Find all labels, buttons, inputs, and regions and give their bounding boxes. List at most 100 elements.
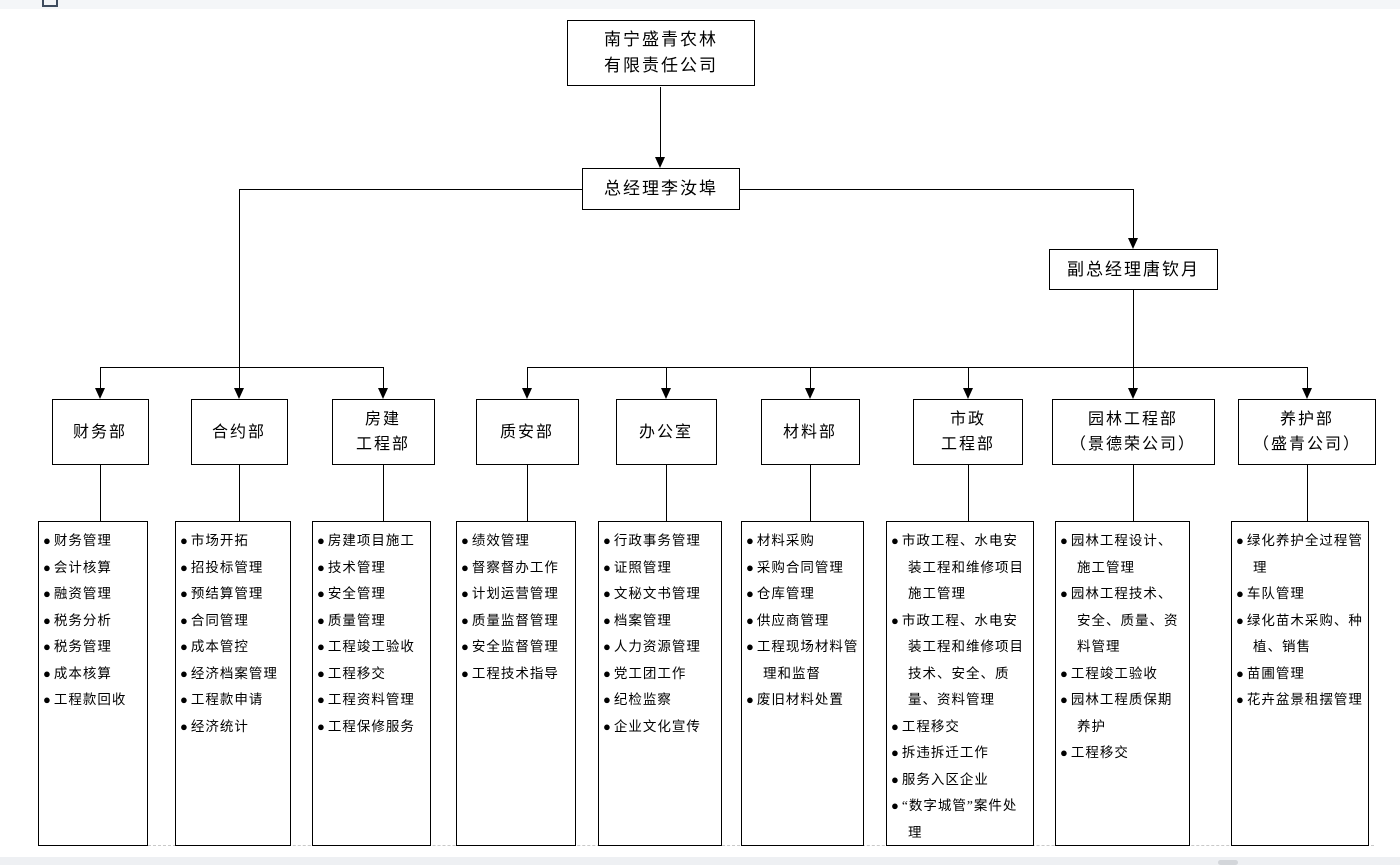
duty-list-item-text: 安全管理	[327, 586, 386, 601]
duty-list-item: ●纪检监察	[603, 687, 717, 714]
duty-list-item: ●绿化养护全过程管理	[1236, 528, 1364, 581]
duty-list-item: ●财务管理	[43, 528, 143, 555]
connector-line	[1132, 465, 1134, 521]
duty-list-item-text: 人力资源管理	[613, 639, 701, 654]
duty-list-item: ●工程竣工验收	[317, 634, 426, 661]
duty-list-item-text: 市场开拓	[190, 533, 249, 548]
window-top-bar	[0, 0, 1400, 9]
duty-list-item-text: 采购合同管理	[756, 559, 844, 575]
duty-list-item: ●督察督办工作	[461, 555, 571, 582]
department-duty-list-7: ●园林工程设计、施工管理●园林工程技术、安全、质量、资料管理●工程竣工验收●园林…	[1055, 521, 1190, 846]
duty-list-item: ●园林工程设计、施工管理	[1060, 528, 1185, 581]
duty-list-item: ●工程移交	[317, 661, 426, 688]
duty-list-item: ●工程现场材料管理和监督	[746, 634, 859, 687]
arrow-down-icon	[660, 388, 671, 399]
department-title: （盛青公司）	[1252, 436, 1361, 453]
duty-list-item-text: 绿化苗木采购、种植、销售	[1246, 612, 1363, 655]
duty-list-item: ●税务管理	[43, 634, 143, 661]
bullet-icon: ●	[43, 692, 51, 707]
department-title: 财务部	[72, 423, 127, 441]
connector-line	[809, 465, 811, 521]
connector-line	[99, 367, 101, 389]
duty-list-item-text: 工程资料管理	[327, 692, 415, 707]
duty-list-item-text: 文秘文书管理	[613, 586, 701, 601]
bullet-icon: ●	[43, 665, 51, 681]
duty-list-item-text: 成本管控	[190, 639, 249, 654]
bullet-icon: ●	[180, 692, 188, 707]
bullet-icon: ●	[461, 665, 469, 681]
bullet-icon: ●	[746, 639, 754, 654]
bullet-icon: ●	[43, 612, 51, 628]
duty-list-item-text: 工程保修服务	[327, 718, 415, 734]
department-title: 工程部	[940, 436, 995, 453]
duty-list-item: ●成本管控	[180, 634, 286, 661]
horizontal-scrollbar-thumb[interactable]	[1218, 860, 1238, 865]
bullet-icon: ●	[603, 639, 611, 654]
duty-list-item-text: 合同管理	[190, 612, 249, 628]
bullet-icon: ●	[603, 586, 611, 601]
duty-list-item: ●证照管理	[603, 555, 717, 582]
general-manager-box: 总经理李汝埠	[582, 168, 740, 210]
duty-list-item: ●拆违拆迁工作	[891, 740, 1029, 767]
duty-list-item-text: 市政工程、水电安装工程和维修项目技术、安全、质量、资料管理	[901, 612, 1024, 708]
bullet-icon: ●	[891, 718, 899, 734]
duty-list-item-text: 成本核算	[53, 665, 112, 681]
department-title: 合约部	[211, 423, 266, 441]
duty-list-item-text: 工程现场材料管理和监督	[756, 639, 859, 681]
department-title: 市政	[949, 411, 986, 428]
bullet-icon: ●	[43, 559, 51, 575]
bullet-icon: ●	[317, 639, 325, 654]
connector-line	[809, 367, 811, 389]
duty-list-item: ●工程竣工验收	[1060, 661, 1185, 688]
department-box-3: 质安部	[475, 399, 579, 465]
duty-list-item: ●行政事务管理	[603, 528, 717, 555]
duty-list-item-text: 税务分析	[53, 612, 112, 628]
duty-list-item: ●人力资源管理	[603, 634, 717, 661]
duty-list-item: ●房建项目施工	[317, 528, 426, 555]
duty-list-item-text: 花卉盆景租摆管理	[1246, 692, 1363, 707]
connector-line	[527, 367, 1307, 368]
duty-list-item-text: 废旧材料处置	[756, 692, 844, 707]
bullet-icon: ●	[43, 639, 51, 654]
bullet-icon: ●	[1060, 586, 1068, 601]
bullet-icon: ●	[1060, 533, 1068, 548]
bullet-icon: ●	[461, 533, 469, 548]
bullet-icon: ●	[603, 692, 611, 707]
department-box-1: 合约部	[190, 399, 288, 465]
duty-list-item: ●经济统计	[180, 714, 286, 741]
bullet-icon: ●	[746, 692, 754, 707]
duty-list-item: ●招投标管理	[180, 555, 286, 582]
duty-list-item: ●绿化苗木采购、种植、销售	[1236, 608, 1364, 661]
bullet-icon: ●	[180, 559, 188, 575]
bullet-icon: ●	[317, 612, 325, 628]
arrow-down-icon	[962, 388, 973, 399]
duty-list-item-text: 税务管理	[53, 639, 112, 654]
duty-list-item-text: “数字城管”案件处理	[901, 798, 1018, 840]
duty-list-item-text: 市政工程、水电安装工程和维修项目施工管理	[901, 533, 1024, 601]
bullet-icon: ●	[461, 586, 469, 601]
arrow-down-icon	[521, 388, 532, 399]
duty-list-item-text: 纪检监察	[613, 692, 672, 707]
duty-list-item-text: 企业文化宣传	[613, 718, 701, 734]
duty-list-item-text: 仓库管理	[756, 586, 815, 601]
connector-line	[665, 367, 667, 389]
deputy-general-manager-label: 副总经理唐钦月	[1067, 259, 1200, 279]
department-duty-list-6: ●市政工程、水电安装工程和维修项目施工管理●市政工程、水电安装工程和维修项目技术…	[886, 521, 1034, 846]
bullet-icon: ●	[43, 586, 51, 601]
arrow-down-icon	[804, 388, 815, 399]
bullet-icon: ●	[180, 718, 188, 734]
connector-line	[526, 465, 528, 521]
duty-list-item: ●合同管理	[180, 608, 286, 635]
duty-list-item: ●废旧材料处置	[746, 687, 859, 714]
department-title: 养护部	[1279, 411, 1334, 428]
connector-line	[239, 189, 240, 367]
bullet-icon: ●	[1236, 692, 1244, 707]
duty-list-item: ●计划运营管理	[461, 581, 571, 608]
duty-list-item-text: 园林工程质保期养护	[1070, 692, 1173, 734]
bullet-icon: ●	[891, 745, 899, 760]
department-box-2: 房建工程部	[331, 399, 435, 465]
bullet-icon: ●	[1060, 665, 1068, 681]
duty-list-item: ●档案管理	[603, 608, 717, 635]
duty-list-item: ●采购合同管理	[746, 555, 859, 582]
